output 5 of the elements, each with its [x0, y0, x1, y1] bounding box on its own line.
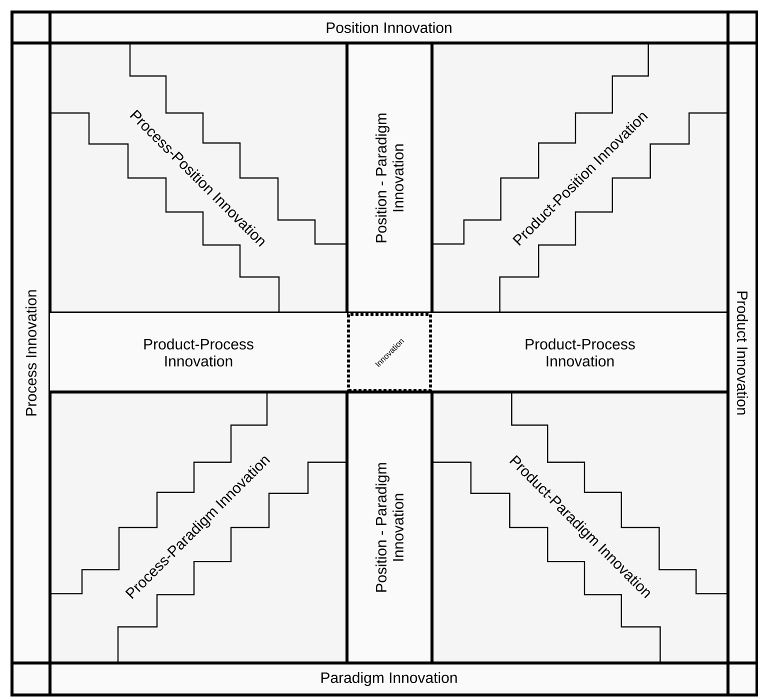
node-label: Product-Process Innovation — [526, 338, 635, 366]
corner-cell — [726, 10, 758, 44]
corner-cell — [10, 10, 52, 44]
corner-cell — [726, 661, 758, 696]
band: Product Innovation — [726, 42, 758, 664]
